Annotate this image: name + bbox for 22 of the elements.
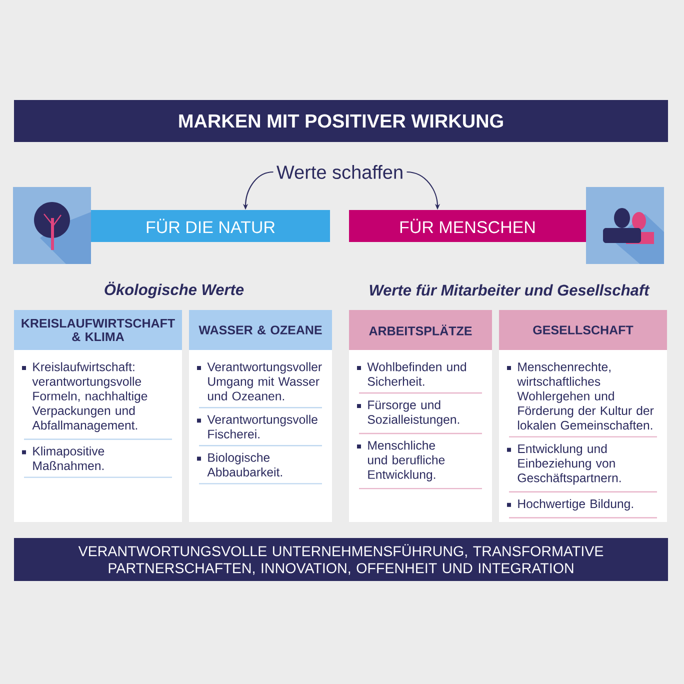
bullet-item: Klimapositive Maßnahmen. <box>22 446 104 470</box>
bullet-item: Kreislaufwirtschaft: verantwortungsvolle Formeln, nachhaltige Verpackungen und Abfallmanagement. <box>22 362 148 432</box>
bullet-item: Fürsorge und Sozialleistungen. <box>357 400 460 426</box>
section-heading: Werte für Mitarbeiter und Gesellschaft <box>370 284 650 296</box>
column-heading: KREISLAUFWIRTSCHAFT & KLIMA <box>22 318 175 342</box>
category-bar: FÜR DIE NATUR <box>91 210 330 242</box>
bullet-item: Wohlbefinden und Sicherheit. <box>357 362 466 386</box>
heading-text: Werte schaffen <box>276 165 402 179</box>
bullet-item: Verantwortungsvoller Umgang mit Wasser und Ozeanen. <box>197 362 322 400</box>
bullet-item: Biologische Abbaubarkeit. <box>197 452 282 476</box>
column-heading: GESELLSCHAFT <box>533 326 634 334</box>
bullet-item: Verantwortungsvolle Fischerei. <box>197 414 318 438</box>
column-heading: ARBEITSPLÄTZE <box>369 324 472 336</box>
bullet-item: Menschenrechte, wirtschaftliches Wohlergehen und Förderung der Kultur der lokalen Gemeinschaften. <box>507 362 654 430</box>
column-heading: WASSER & OZEANE <box>198 326 322 334</box>
title-band: MARKEN MIT POSITIVER WIRKUNG <box>14 100 668 142</box>
bullet-item: Hochwertige Bildung. <box>507 499 633 511</box>
footer-band: VERANTWORTUNGSVOLLE UNTERNEHMENSFÜHRUNG, TRANSFORMATIVE PARTNERSCHAFTEN, INNOVATION, OFFENHEIT UND INTEGRATION <box>14 538 668 581</box>
bullet-item: Entwicklung und Einbeziehung von Geschäftspartnern. <box>507 444 621 485</box>
section-heading: Ökologische Werte <box>104 282 244 298</box>
bullet-item: Menschliche und berufliche Entwicklung. <box>357 440 445 482</box>
category-bar: FÜR MENSCHEN <box>349 210 586 242</box>
